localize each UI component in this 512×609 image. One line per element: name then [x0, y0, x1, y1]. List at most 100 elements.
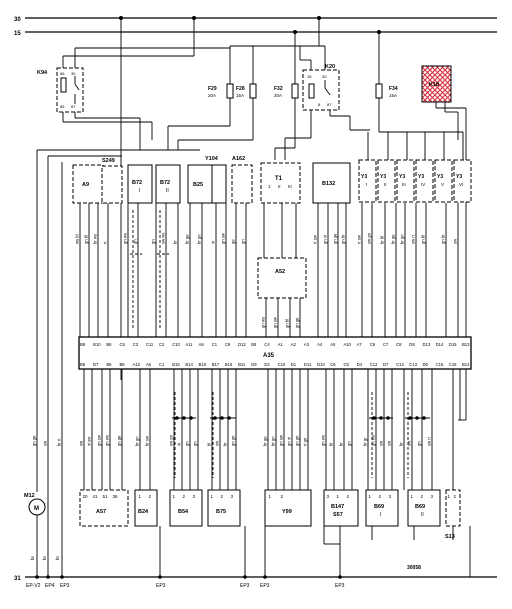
component-pin-number: 41: [93, 494, 99, 499]
a35-top-pin: D15: [449, 342, 457, 347]
a35-bottom-pin: A6: [146, 362, 152, 367]
wire-color-label: vi: [211, 241, 216, 244]
wire-color-label: gn gn: [231, 435, 236, 446]
a35-top-pin: C5: [120, 342, 126, 347]
a35-top-pin: D12: [238, 342, 246, 347]
wire-color-label: vi sw: [87, 436, 92, 446]
t1-pin-1: 1: [268, 184, 271, 189]
a35-top-pin: C11: [146, 342, 154, 347]
component-pin-number: 3: [231, 494, 234, 499]
wire-color-label: br ge: [185, 234, 190, 244]
wire-color-label: sw: [79, 440, 84, 446]
a35-bottom-pin: B17: [212, 362, 220, 367]
a35-top-pin: D14: [436, 342, 444, 347]
wire-color-label: rt: [103, 241, 108, 244]
rail-label-31: 31: [14, 576, 21, 582]
a35-top-pin: B10: [93, 342, 101, 347]
a35-bottom-pin: B14: [185, 362, 193, 367]
k18-label: K18: [429, 82, 439, 88]
fuse-f34-rating: 15A: [389, 93, 397, 98]
a35-top-pin: A2: [291, 342, 297, 347]
k94-pin-87: 87: [71, 104, 76, 109]
y104-label: Y104: [205, 156, 219, 162]
motor-m-symbol: M: [34, 506, 39, 512]
wire-color-label: br: [173, 240, 178, 244]
ground-point-6: EP3: [260, 583, 270, 589]
a35-bottom-pin: C13: [409, 362, 417, 367]
b72-2-sub: II: [166, 188, 169, 194]
wire-color-label: br sw: [145, 435, 150, 446]
wire-color-label: gn: [193, 441, 198, 446]
upper-components: A9 S249 B72 I B72 II B25 Y104 A162 T1 1 …: [72, 156, 351, 204]
y3-4-sub: IV: [421, 182, 425, 187]
a35-top-pin: B9: [80, 342, 86, 347]
component-pin-number: 2: [454, 494, 457, 499]
relay-k94: K94 86 30 85 87: [37, 48, 84, 122]
wire-color-label: rt gn: [303, 437, 308, 446]
wire-color-label: br gn: [135, 436, 140, 446]
a35-top-pin: A5: [330, 342, 336, 347]
wire-color-label: sw: [379, 440, 384, 446]
a35-bottom-pin: C12: [370, 362, 378, 367]
component-pin-number: 1: [269, 494, 272, 499]
a35-bottom-pin: C10: [278, 362, 286, 367]
a35-bottom-pin: D11: [304, 362, 312, 367]
a35-bottom-pin: C16: [436, 362, 444, 367]
a35-top-pin: A4: [317, 342, 323, 347]
wire-color-label: br gn: [400, 234, 405, 244]
a52-wire-label: gn ws: [261, 317, 266, 328]
b72-1-label: B72: [132, 180, 142, 186]
a35-bottom-pin: B8: [120, 362, 126, 367]
wire-color-label: sw gn: [169, 434, 174, 446]
wire-color-label: gn sw: [279, 434, 284, 446]
wire-color-label: br: [339, 442, 344, 446]
y3-5-sub: V: [441, 182, 444, 187]
a35-bottom-pin: D4: [357, 362, 363, 367]
b147-label: B147: [331, 504, 344, 510]
wire-color-label: br rt: [57, 438, 62, 446]
wire-color-label: sw rt: [411, 234, 416, 244]
supply-wiring: [36, 18, 464, 577]
component-pin-number: 2: [149, 494, 152, 499]
component-pin-number: 1: [173, 494, 176, 499]
ground-point-3: EP3: [60, 583, 70, 589]
wire-color-label: gn gn: [295, 435, 300, 446]
ground-point-2: EP4: [45, 583, 55, 589]
a35-top-pin: C3: [133, 342, 139, 347]
wire-color-label: gn: [151, 239, 156, 244]
wire-color-label: gn ws: [371, 435, 376, 446]
a35-top-pin: C8: [396, 342, 402, 347]
wire-color-label: gn br: [441, 234, 446, 244]
ground-wiring: br br br EP-V2 EP4 EP3 EP3 EP3 EP3 EP3 3…: [26, 526, 471, 589]
wire-color-label: bl: [329, 443, 334, 446]
a35-top-pin: C7: [383, 342, 389, 347]
component-pin-number: 1: [411, 494, 414, 499]
wire-color-label: sw: [215, 440, 220, 446]
b24-label: B24: [138, 509, 149, 515]
a35-bottom-pin: B15: [172, 362, 180, 367]
a35-bottom-pin: C6: [330, 362, 336, 367]
k20-label: K20: [325, 64, 335, 70]
component-pin-number: 2: [347, 494, 350, 499]
s13-label: S13: [445, 534, 455, 540]
m12-label: M12: [24, 493, 35, 499]
component-pin-number: 3: [431, 494, 434, 499]
k94-pin-86: 86: [60, 71, 65, 76]
wire-color-label: gn vi: [323, 235, 328, 244]
wire-color-label: vi: [177, 443, 182, 446]
y3-2-sub: II: [384, 182, 387, 187]
t1-pin-2: II: [278, 184, 281, 189]
a35-bottom-pin: D6: [422, 362, 428, 367]
a35-bottom-pin: C1: [159, 362, 165, 367]
ground-point-5: EP3: [240, 583, 250, 589]
b25-label: B25: [193, 182, 203, 188]
component-pin-number: 3: [193, 494, 196, 499]
wire-color-label: gn ws: [123, 233, 128, 244]
a35-bottom-pin: A12: [133, 362, 141, 367]
a35-label: A35: [263, 353, 275, 359]
wire-color-label: br ge: [391, 234, 396, 244]
wire-color-label: gn ge: [117, 435, 122, 446]
a52-wire-label: gn bl: [285, 319, 290, 328]
